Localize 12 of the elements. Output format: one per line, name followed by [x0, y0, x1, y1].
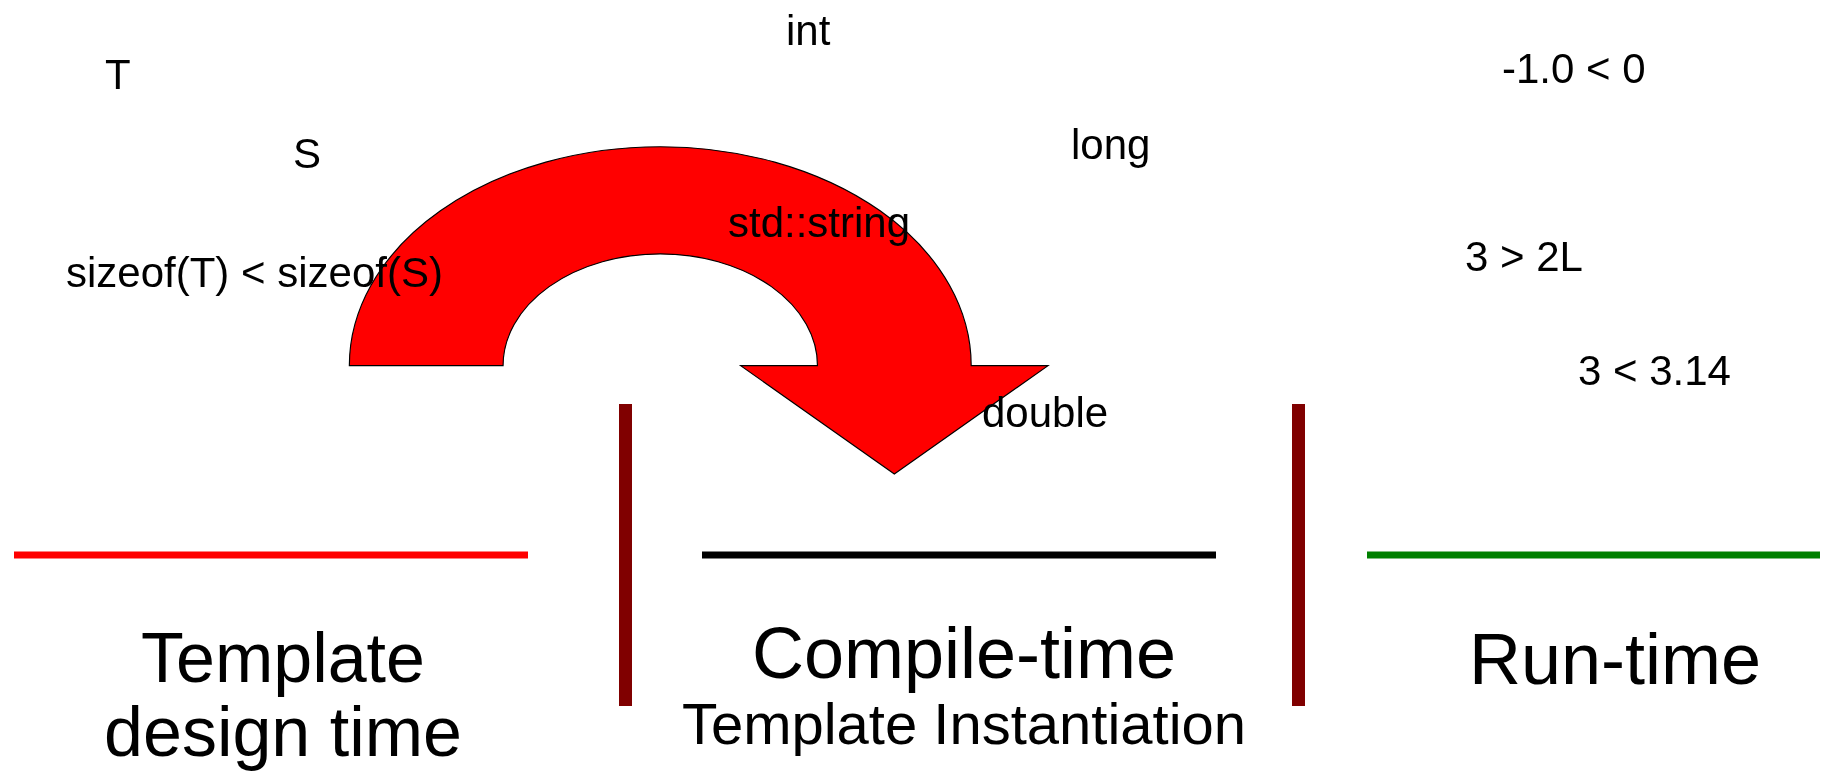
type-label: S [293, 131, 321, 178]
expression-label: 3 > 2L [1465, 234, 1583, 281]
expression-label: 3 < 3.14 [1578, 348, 1731, 395]
phase-title: Template design time [103, 622, 463, 769]
phase-title: Compile-time [750, 616, 1178, 692]
phase-subtitle: Template Instantiation [680, 694, 1248, 755]
type-label: long [1071, 122, 1151, 169]
phase-title: Run-time [1467, 622, 1763, 698]
type-label: int [786, 8, 831, 55]
type-label: double [982, 390, 1109, 437]
type-label: T [105, 52, 131, 99]
expression-label: -1.0 < 0 [1502, 46, 1646, 93]
